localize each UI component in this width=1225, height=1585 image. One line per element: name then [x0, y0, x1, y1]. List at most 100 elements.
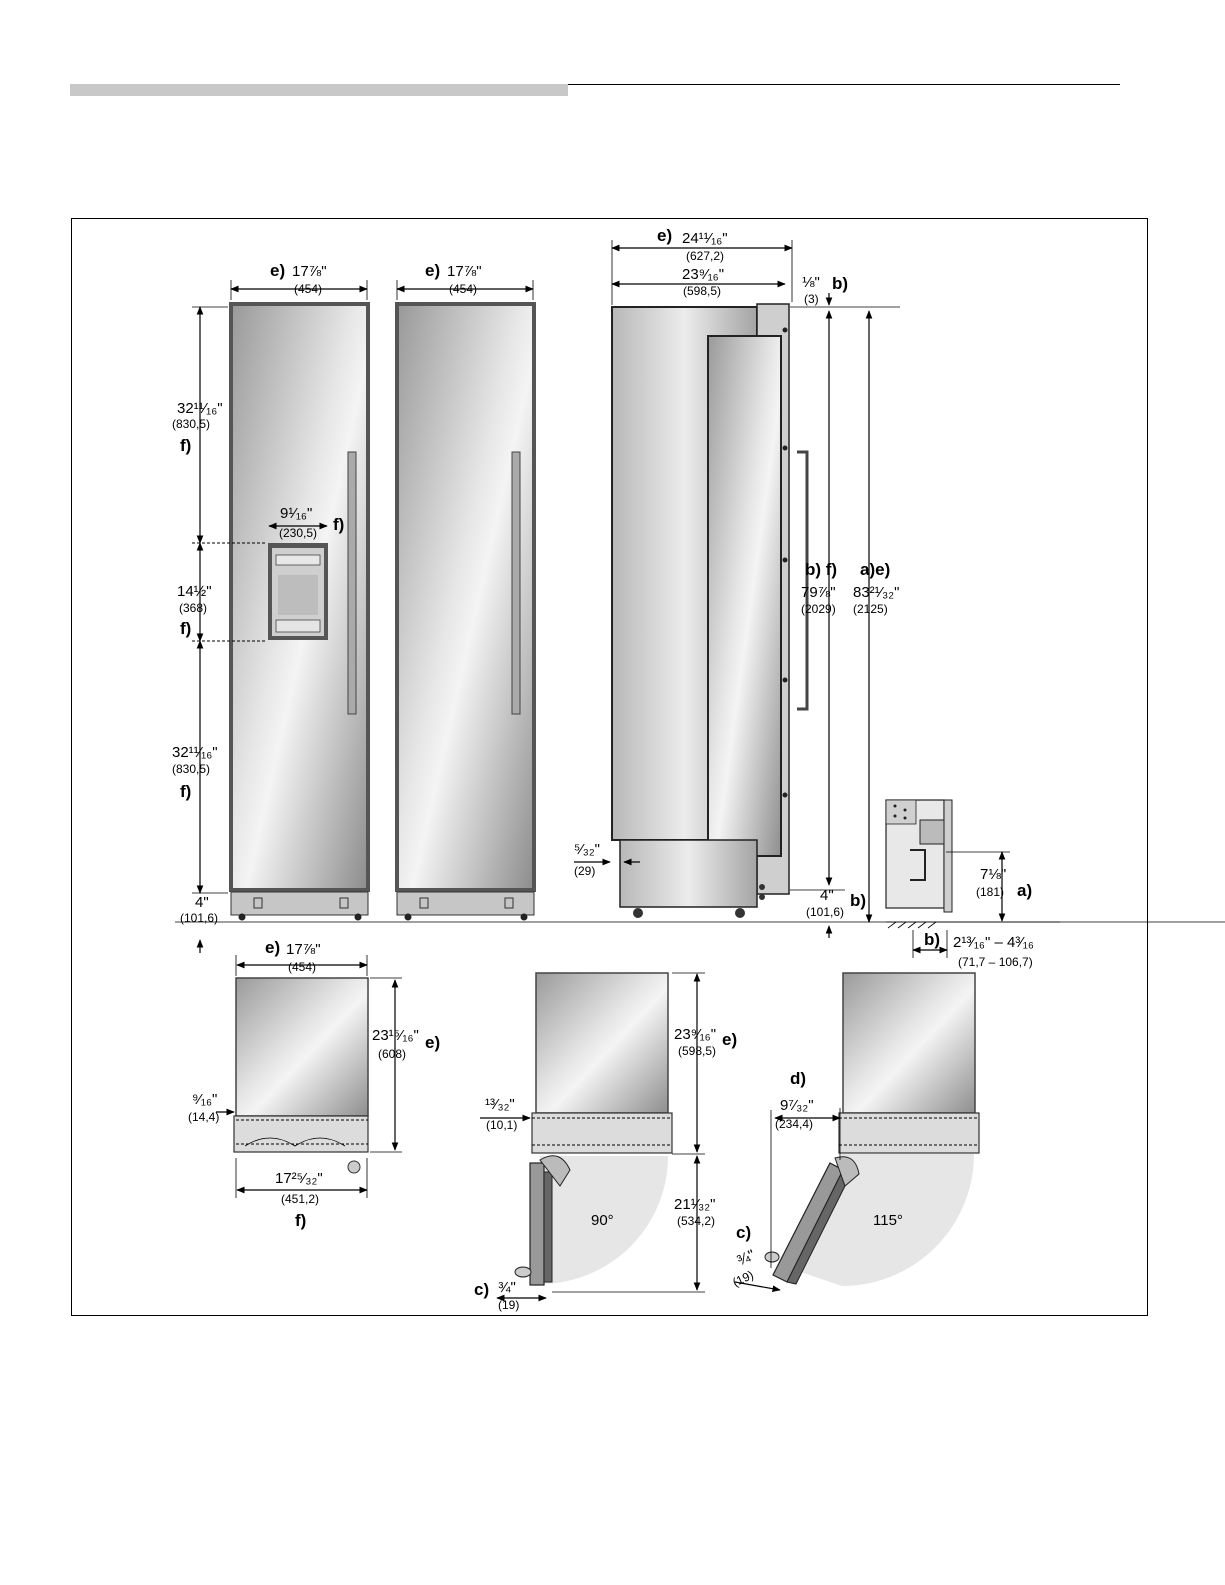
height-total-label: a)e): [860, 560, 890, 579]
left-handle: [347, 451, 357, 715]
depth-total-value: 24¹¹⁄₁₆": [682, 230, 728, 247]
plan-view-1: [216, 955, 402, 1198]
plan2-angle: 90°: [591, 1212, 614, 1229]
left-base-vent: [253, 897, 263, 909]
detail-view-labels: 7⅛" (181) a) b) 2¹³⁄₁₆" – 4³⁄₁₆ (71,7 – …: [924, 866, 1034, 969]
plan2-side-gap-metric: (10,1): [486, 1118, 517, 1132]
plan1-inner-width-value: 17²⁵⁄₃₂": [275, 1170, 323, 1187]
dim-top-label: f): [180, 436, 191, 455]
plan2-door-offset-metric: (19): [498, 1298, 519, 1312]
depth-body-metric: (598,5): [683, 284, 721, 298]
plan-view-1-labels: e) 17⅞" (454) 23¹⁵⁄₁₆" (608) e) ⁹⁄₁₆" (1…: [188, 938, 440, 1230]
dim-width-right-metric: (454): [449, 282, 477, 296]
dim-base-value: 4": [195, 894, 209, 911]
dim-base-metric: (101,6): [180, 911, 218, 925]
height-total-metric: (2125): [853, 602, 888, 616]
offset-metric: (71,7 – 106,7): [958, 955, 1033, 969]
side-view-labels: e) 24¹¹⁄₁₆" (627,2) 23⁹⁄₁₆" (598,5) ⅛" (…: [574, 226, 899, 919]
plan2-depth-label: e): [722, 1030, 737, 1049]
dispenser-paddle: [278, 575, 318, 615]
dispenser-metric: (230,5): [279, 526, 317, 540]
plan-view-2-labels: 23⁹⁄₁₆" (598,5) e) ¹³⁄₃₂" (10,1) 21¹⁄₃₂"…: [474, 1026, 737, 1312]
front-view-labels: e) 17⅞" (454) e) 17⅞" (454) 32¹¹⁄₁₆" (83…: [172, 261, 482, 925]
plan1-width-metric: (454): [288, 960, 316, 974]
plan1-side-gap-metric: (14,4): [188, 1110, 219, 1124]
offset-label: b): [924, 930, 940, 949]
plan2-swing-depth-value: 21¹⁄₃₂": [674, 1196, 715, 1213]
side-view: [175, 240, 1225, 938]
plan3-door-offset-metric: (19): [730, 1268, 755, 1290]
right-unit-base: [396, 891, 535, 916]
top-gap-value: ⅛": [802, 274, 820, 291]
dim-middle-value: 14½": [177, 583, 212, 600]
plan1-width-label: e): [265, 938, 280, 957]
kick-height-label: a): [1017, 881, 1032, 900]
dispenser-controls: [275, 554, 321, 566]
left-base-vent-2: [339, 897, 349, 909]
dispenser-tray: [275, 619, 321, 633]
left-unit-base: [230, 891, 369, 916]
top-gap-label: b): [832, 274, 848, 293]
dim-middle-metric: (368): [179, 601, 207, 615]
plan2-side-gap-value: ¹³⁄₃₂": [485, 1096, 515, 1113]
right-unit-door: [399, 306, 532, 888]
plan2-swing-depth-metric: (534,2): [677, 1214, 715, 1228]
height-total-value: 83²¹⁄₃₂": [853, 584, 899, 601]
plan1-inner-width-metric: (451,2): [281, 1192, 319, 1206]
side-base-label: b): [850, 891, 866, 910]
height-body-value: 79⅞": [801, 584, 836, 601]
side-handle: [797, 450, 809, 711]
plan2-door-offset-value: ¾": [498, 1279, 516, 1296]
plan1-side-gap-value: ⁹⁄₁₆": [192, 1091, 217, 1108]
offset-value: 2¹³⁄₁₆" – 4³⁄₁₆: [953, 934, 1034, 951]
dim-bottom-value: 32¹¹⁄₁₆": [172, 744, 218, 761]
plan2-door-offset-label: c): [474, 1280, 489, 1299]
depth-total-metric: (627,2): [686, 249, 724, 263]
dispenser-value: 9¹⁄₁₆": [280, 505, 312, 522]
right-foot-2: [520, 913, 528, 921]
dim-middle-label: f): [180, 619, 191, 638]
plan1-depth-label: e): [425, 1033, 440, 1052]
dim-width-left-metric: (454): [294, 282, 322, 296]
right-foot: [404, 913, 412, 921]
dim-top-metric: (830,5): [172, 417, 210, 431]
side-base-metric: (101,6): [806, 905, 844, 919]
dim-width-right-label: e): [425, 261, 440, 280]
plan-view-3: [734, 972, 980, 1292]
right-base-vent: [419, 897, 429, 909]
depth-body-value: 23⁹⁄₁₆": [682, 266, 724, 283]
plan3-angle: 115°: [873, 1212, 903, 1229]
plan3-door-offset-value: ¾": [734, 1247, 757, 1270]
dim-bottom-metric: (830,5): [172, 762, 210, 776]
right-handle: [511, 451, 521, 715]
left-foot-2: [354, 913, 362, 921]
plan3-door-offset-label: c): [736, 1223, 751, 1242]
dispenser-label: f): [333, 515, 344, 534]
toe-gap-value: ⁵⁄₃₂": [574, 841, 600, 858]
plan-view-2: [480, 972, 705, 1302]
toe-gap-metric: (29): [574, 864, 595, 878]
dim-width-left-value: 17⅞": [292, 263, 327, 280]
side-open-panel: [707, 335, 782, 857]
plan1-inner-width-label: f): [295, 1211, 306, 1230]
right-base-vent-2: [504, 897, 514, 909]
plan1-depth-value: 23¹⁵⁄₁₆": [372, 1027, 419, 1044]
height-body-label: b) f): [805, 560, 837, 579]
front-view: [192, 280, 536, 953]
depth-total-label: e): [657, 226, 672, 245]
left-foot: [238, 913, 246, 921]
dim-width-right-value: 17⅞": [447, 263, 482, 280]
plan-view-3-labels: d) 9⁷⁄₃₂" (234,4) 115° c) ¾" (19): [730, 1069, 903, 1289]
dim-width-left-label: e): [270, 261, 285, 280]
diagram-frame: [71, 218, 1148, 1316]
plan2-depth-value: 23⁹⁄₁₆": [674, 1026, 716, 1043]
height-body-metric: (2029): [801, 602, 836, 616]
header-grey-band: [70, 84, 568, 96]
header-rule: [568, 84, 1120, 85]
plan3-clearance-value: 9⁷⁄₃₂": [780, 1097, 814, 1114]
plan1-width-value: 17⅞": [286, 941, 321, 958]
plan3-label-d: d): [790, 1069, 806, 1088]
kick-height-metric: (181): [976, 885, 1004, 899]
detail-view: [885, 799, 1060, 958]
